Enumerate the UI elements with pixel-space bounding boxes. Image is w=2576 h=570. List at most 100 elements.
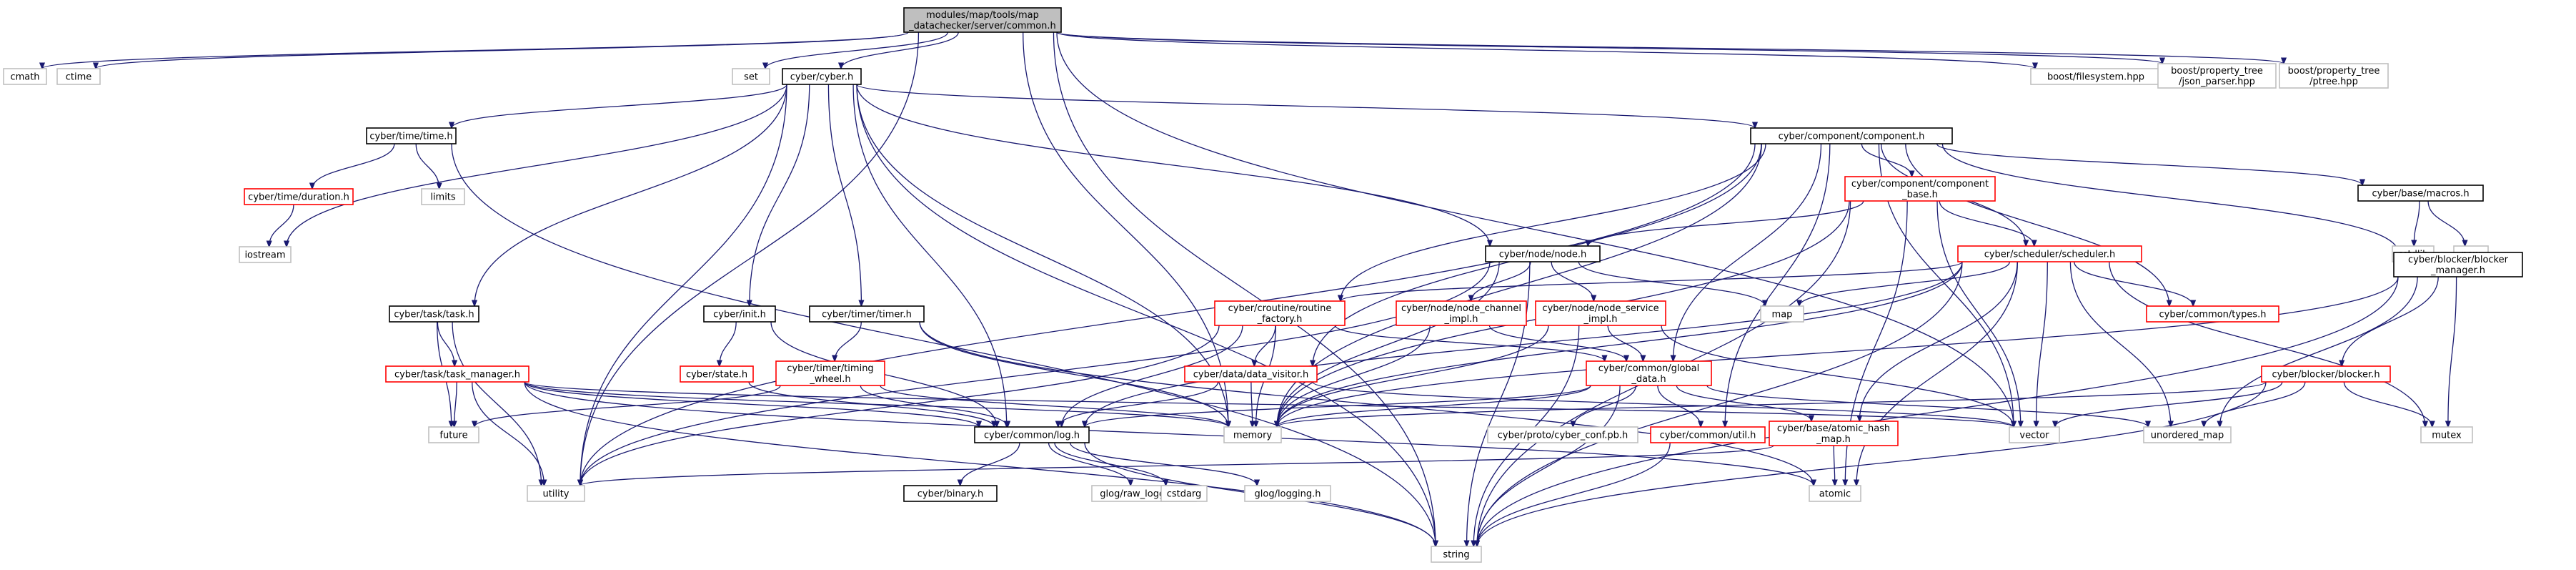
node-box xyxy=(2143,426,2232,443)
node-label: _datachecker/server/common.h xyxy=(908,21,1056,31)
node-box xyxy=(1750,127,1953,144)
node-routine-factory[interactable]: cyber/croutine/routine_factory.h xyxy=(1214,300,1346,326)
edge-blocker-to-unordered-map xyxy=(2204,381,2306,427)
edge-root-to-utility xyxy=(580,31,920,486)
edge-routine-factory-to-data-visitor xyxy=(1254,325,1276,366)
node-node[interactable]: cyber/node/node.h xyxy=(1485,245,1601,262)
node-macros[interactable]: cyber/base/macros.h xyxy=(2357,185,2484,202)
node-label: _factory.h xyxy=(1257,314,1303,325)
edge-root-to-memory xyxy=(1023,31,1228,427)
edge-global-data-to-cyber-conf xyxy=(1573,385,1637,427)
node-label: cyber/time/time.h xyxy=(369,132,452,142)
edge-scheduler-to-vector xyxy=(2037,261,2048,427)
edge-time-to-limits xyxy=(415,143,439,189)
edge-time-to-duration xyxy=(312,143,395,189)
node-box xyxy=(974,426,1090,443)
node-box xyxy=(1485,245,1601,262)
node-box xyxy=(703,305,776,323)
node-node-channel[interactable]: cyber/node/node_channel_impl.h xyxy=(1396,300,1527,326)
edge-node-channel-to-memory xyxy=(1277,325,1431,427)
node-box xyxy=(1844,176,1996,202)
edge-blocker-to-vector xyxy=(2055,381,2283,427)
node-box xyxy=(1760,305,1804,323)
edge-blocker-to-string xyxy=(1477,381,2267,546)
node-box xyxy=(1487,426,1638,443)
node-data-visitor[interactable]: cyber/data/data_visitor.h xyxy=(1184,365,1318,383)
node-state[interactable]: cyber/state.h xyxy=(680,365,754,383)
edge-routine-factory-to-global-data xyxy=(1334,325,1604,361)
node-box xyxy=(56,68,101,85)
node-mutex: mutex xyxy=(2420,426,2473,443)
node-box xyxy=(2420,426,2473,443)
node-label: cyber/blocker/blocker xyxy=(2408,255,2509,265)
node-string: string xyxy=(1431,546,1482,563)
node-label: cyber/state.h xyxy=(686,370,747,380)
node-timer[interactable]: cyber/timer/timer.h xyxy=(809,305,925,323)
edge-scheduler-to-string xyxy=(1477,261,1963,546)
node-log[interactable]: cyber/common/log.h xyxy=(974,426,1090,443)
edge-root-to-boost-fs xyxy=(1056,31,2035,69)
edge-comp-base-to-scheduler xyxy=(1939,200,2034,246)
node-task[interactable]: cyber/task/task.h xyxy=(389,305,479,323)
node-global-data[interactable]: cyber/common/global_data.h xyxy=(1586,360,1712,386)
node-box xyxy=(775,360,885,386)
edge-node-service-to-global-data xyxy=(1607,325,1643,361)
node-label: cyber/blocker/blocker.h xyxy=(2272,370,2379,380)
node-box xyxy=(239,246,292,263)
edge-root-to-boost-json xyxy=(1056,31,2162,64)
node-boost-ptree: boost/property_tree/ptree.hpp xyxy=(2279,63,2389,89)
edge-component-to-blocker-mgr xyxy=(1941,143,2398,252)
edge-macros-to-cstdlib xyxy=(2414,200,2420,246)
node-label: modules/map/tools/map xyxy=(926,10,1039,21)
edge-global-data-to-string xyxy=(1477,385,1621,546)
edge-cyber-to-memory xyxy=(856,84,1228,427)
node-node-service[interactable]: cyber/node/node_service_impl.h xyxy=(1535,300,1666,326)
node-label: cyber/data/data_visitor.h xyxy=(1193,370,1309,380)
edge-scheduler-to-memory xyxy=(1277,261,1963,427)
edge-blocker-to-mutex xyxy=(2343,381,2432,427)
node-box xyxy=(1184,365,1318,383)
edge-cyber-to-iostream xyxy=(287,84,787,247)
node-box xyxy=(244,188,354,205)
node-types[interactable]: cyber/common/types.h xyxy=(2146,305,2279,323)
node-label: cyber/init.h xyxy=(713,310,766,320)
node-box xyxy=(366,127,457,144)
node-label: cyber/common/global xyxy=(1598,363,1699,374)
node-component[interactable]: cyber/component/component.h xyxy=(1750,127,1953,144)
node-binary[interactable]: cyber/binary.h xyxy=(903,485,998,502)
node-init[interactable]: cyber/init.h xyxy=(703,305,776,323)
edge-cyber-to-timer xyxy=(827,84,861,306)
node-scheduler[interactable]: cyber/scheduler/scheduler.h xyxy=(1957,245,2142,262)
node-atomic-hash[interactable]: cyber/base/atomic_hash_map.h xyxy=(1769,421,1899,446)
edge-root-to-ctime xyxy=(96,31,909,69)
node-task-manager[interactable]: cyber/task/task_manager.h xyxy=(385,365,529,383)
node-box xyxy=(385,365,529,383)
node-root[interactable]: modules/map/tools/map_datachecker/server… xyxy=(903,7,1062,33)
node-box xyxy=(2009,426,2060,443)
node-duration[interactable]: cyber/time/duration.h xyxy=(244,188,354,205)
node-time[interactable]: cyber/time/time.h xyxy=(366,127,457,144)
node-box xyxy=(1244,485,1331,502)
edge-global-data-to-atomic-hash xyxy=(1676,385,1811,421)
node-box xyxy=(809,305,925,323)
node-label: vector xyxy=(2019,431,2049,441)
edge-task-to-utility xyxy=(452,321,541,486)
node-label: _manager.h xyxy=(2430,265,2485,276)
node-box xyxy=(1650,426,1766,443)
edge-log-to-glog-raw xyxy=(1048,442,1131,486)
node-label: cyber/timer/timing xyxy=(787,363,873,374)
edge-timing-wheel-to-log xyxy=(860,385,1008,427)
node-util[interactable]: cyber/common/util.h xyxy=(1650,426,1766,443)
node-cyber[interactable]: cyber/cyber.h xyxy=(782,68,862,85)
edge-blocker-mgr-to-string xyxy=(1477,276,2399,546)
edge-global-data-to-unordered-map xyxy=(1706,385,2148,428)
edge-timing-wheel-to-memory xyxy=(880,385,1228,427)
node-label: cyber/node/node.h xyxy=(1499,250,1586,260)
node-blocker[interactable]: cyber/blocker/blocker.h xyxy=(2261,365,2391,383)
node-timing-wheel[interactable]: cyber/timer/timing_wheel.h xyxy=(775,360,885,386)
node-blocker-mgr[interactable]: cyber/blocker/blocker_manager.h xyxy=(2393,252,2523,277)
edge-cyber-to-task xyxy=(474,84,787,306)
edge-data-visitor-to-vector xyxy=(1312,381,2014,427)
node-comp-base[interactable]: cyber/component/component_base.h xyxy=(1844,176,1996,202)
edge-root-to-cyber xyxy=(841,31,959,69)
